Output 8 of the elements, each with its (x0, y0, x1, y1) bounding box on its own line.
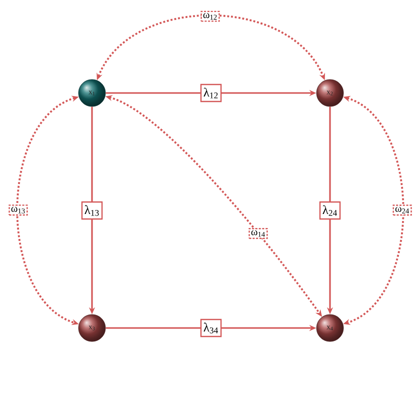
edge-label: ω$_{14}$ (248, 228, 268, 239)
edge-label: λ$_{13}$ (81, 201, 103, 220)
edge-label: ω$_{24}$ (392, 204, 412, 216)
edge-label: ω$_{12}$ (200, 10, 220, 22)
edge-label: λ$_{24}$ (319, 201, 341, 220)
edge-label: λ$_{12}$ (200, 84, 222, 102)
edge-label: ω$_{13}$ (8, 204, 28, 216)
edge-label: λ$_{34}$ (200, 318, 222, 338)
